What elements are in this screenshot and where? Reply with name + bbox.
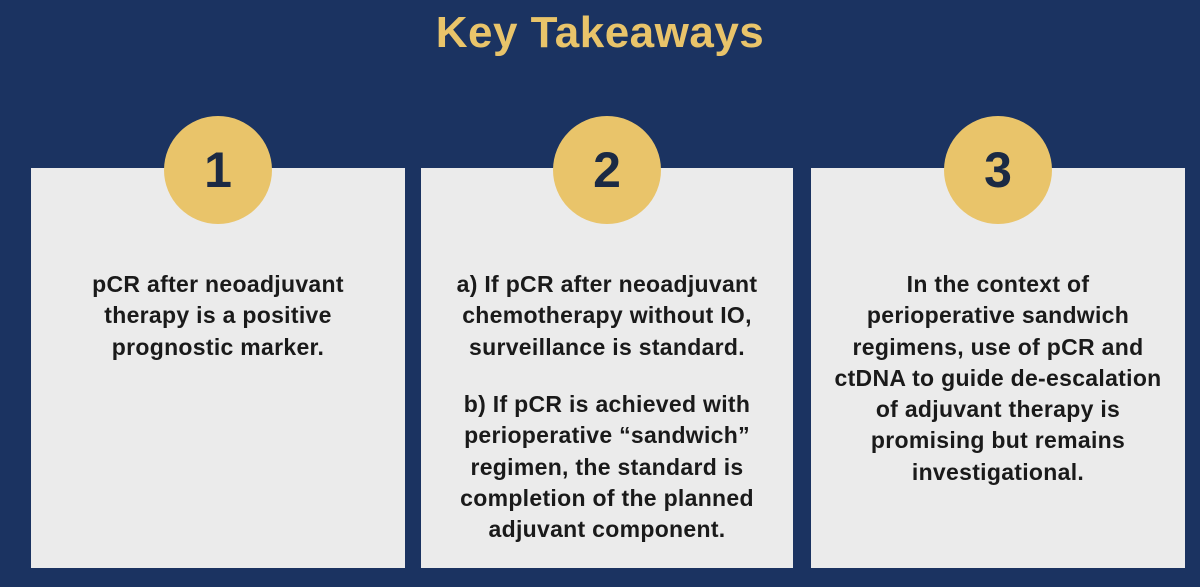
takeaway-text-1: pCR after neoadjuvant therapy is a posit… (92, 271, 344, 360)
takeaway-text-2b: b) If pCR is achieved with perioperative… (460, 391, 754, 543)
number-badge-3: 3 (944, 116, 1052, 224)
takeaway-card-3: In the context of perioperative sandwich… (811, 168, 1185, 568)
takeaway-text-3: In the context of perioperative sandwich… (834, 271, 1162, 485)
number-badge-2: 2 (553, 116, 661, 224)
takeaway-card-2: a) If pCR after neoadjuvant chemotherapy… (421, 168, 793, 568)
number-badge-1: 1 (164, 116, 272, 224)
takeaway-card-1: pCR after neoadjuvant therapy is a posit… (31, 168, 405, 568)
slide-title: Key Takeaways (435, 8, 765, 57)
takeaway-text-2a: a) If pCR after neoadjuvant chemotherapy… (456, 271, 758, 360)
